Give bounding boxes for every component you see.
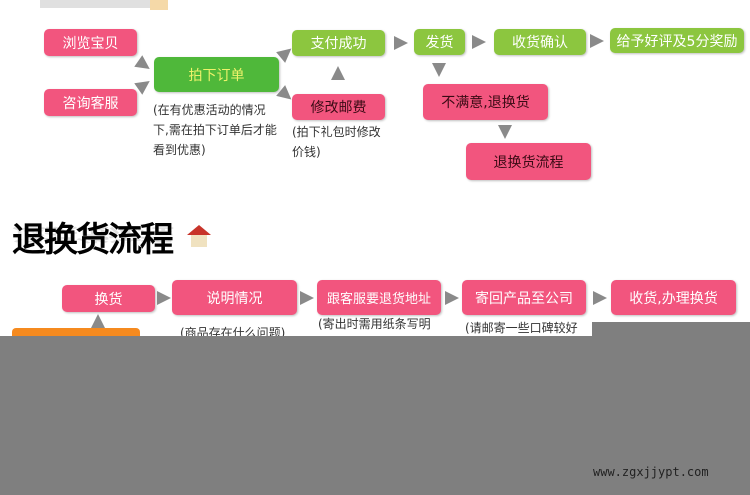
order-note: (在有优惠活动的情况下,需在拍下订单后才能看到优惠) xyxy=(153,103,277,157)
consult-box: 咨询客服 xyxy=(44,89,137,116)
gray-overlay xyxy=(592,322,750,336)
section-title-reflection: 退换货流程 xyxy=(12,224,172,244)
arrow-down-icon xyxy=(498,125,512,139)
ask-address-box: 跟客服要退货地址 xyxy=(317,280,441,315)
arrow-up-icon xyxy=(331,66,345,80)
arrow-icon xyxy=(134,55,154,75)
ask-note: (寄出时需用纸条写明 xyxy=(318,317,431,331)
house-icon xyxy=(187,225,211,247)
cropped-icon xyxy=(150,0,168,10)
edit-fee-box: 修改邮费 xyxy=(292,94,385,120)
arrow-up-icon xyxy=(91,314,105,328)
review-box: 给予好评及5分奖励 xyxy=(610,28,744,53)
arrow-icon xyxy=(300,291,314,305)
send-note: (请邮寄一些口碑较好 xyxy=(465,321,578,335)
arrow-icon xyxy=(590,34,604,48)
gray-overlay xyxy=(0,336,750,495)
cropped-title xyxy=(40,0,150,8)
explain-box: 说明情况 xyxy=(172,280,297,315)
send-back-box: 寄回产品至公司 xyxy=(462,280,586,315)
orange-box xyxy=(12,328,140,338)
watermark: www.zgxjjypt.com xyxy=(593,465,709,479)
arrow-icon xyxy=(472,35,486,49)
section-title: 退换货流程 xyxy=(12,220,174,260)
arrow-icon xyxy=(157,291,171,305)
order-box: 拍下订单 xyxy=(154,57,279,92)
ship-box: 发货 xyxy=(414,29,465,55)
confirm-box: 收货确认 xyxy=(494,29,586,55)
return-flow-box: 退换货流程 xyxy=(466,143,591,180)
paid-box: 支付成功 xyxy=(292,30,385,56)
browse-box: 浏览宝贝 xyxy=(44,29,137,56)
fee-note: (拍下礼包时修改价钱) xyxy=(292,125,381,159)
arrow-icon xyxy=(593,291,607,305)
arrow-down-icon xyxy=(432,63,446,77)
unsatisfied-box: 不满意,退换货 xyxy=(423,84,548,120)
arrow-icon xyxy=(445,291,459,305)
arrow-icon xyxy=(394,36,408,50)
receive-box: 收货,办理换货 xyxy=(611,280,736,315)
exchange-box: 换货 xyxy=(62,285,155,312)
arrow-icon xyxy=(134,75,154,95)
